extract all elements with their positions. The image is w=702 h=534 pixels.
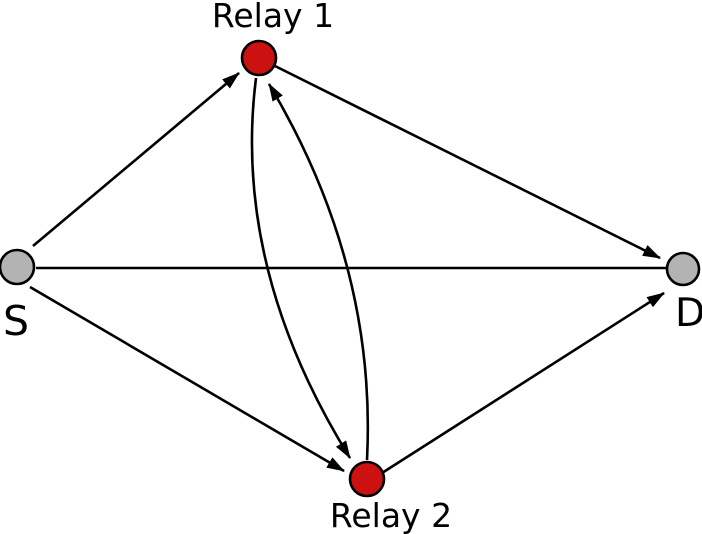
node-source [0, 248, 36, 286]
edge-source-to-relay1 [32, 72, 240, 247]
edge-relay2-to-relay1 [267, 83, 370, 461]
edge-source-to-relay2 [29, 285, 345, 473]
node-label-relay1: Relay 1 [212, 0, 334, 35]
node-label-source: S [3, 297, 29, 345]
node-label-destination: D [675, 291, 702, 336]
edge-relay2-to-dest [381, 291, 665, 475]
node-relay2 [348, 460, 386, 498]
nodes-layer [0, 39, 701, 498]
edge-relay1-to-relay2 [250, 77, 352, 459]
labels-layer: S Relay 1 Relay 2 D [3, 0, 702, 534]
node-relay1 [240, 39, 278, 77]
node-destination [665, 251, 701, 287]
node-label-relay2: Relay 2 [330, 496, 452, 534]
edge-relay1-to-dest [274, 64, 661, 260]
edges-layer [29, 64, 666, 475]
